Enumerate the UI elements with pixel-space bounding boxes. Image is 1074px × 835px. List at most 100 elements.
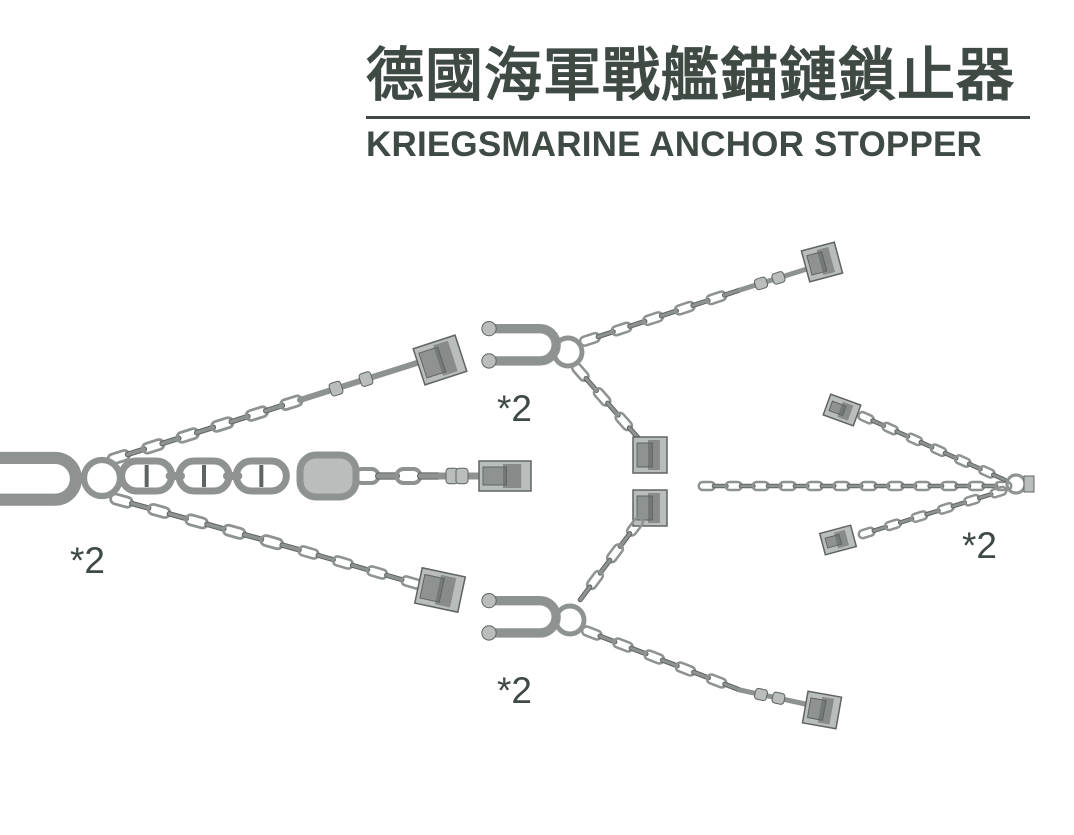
- shackle-pin: [481, 625, 497, 641]
- chain-link: [375, 472, 400, 480]
- deck-plate: [413, 566, 467, 614]
- turnbuckle-nut: [754, 687, 768, 702]
- deck-plate: [801, 690, 843, 730]
- title-english: KRIEGSMARINE ANCHOR STOPPER: [366, 125, 983, 164]
- deck-plate-shadow: [833, 529, 849, 549]
- master-ring: [553, 603, 587, 637]
- shackle: [481, 321, 561, 369]
- chain-link: [394, 467, 423, 485]
- shackle-pin: [481, 321, 497, 337]
- chain-link: [610, 321, 633, 337]
- chain-link: [349, 562, 371, 573]
- chain-link: [315, 552, 336, 563]
- deck-plate-shadow: [816, 246, 835, 276]
- turnbuckle: [436, 467, 484, 485]
- turnbuckle-nut: [328, 380, 344, 397]
- chain-link: [577, 584, 593, 603]
- chain-link: [222, 523, 247, 540]
- turnbuckle: [297, 359, 423, 403]
- stud-link-chain: [118, 457, 290, 495]
- turnbuckle: [737, 265, 813, 293]
- stud-link: [232, 457, 290, 495]
- chain-link: [857, 526, 876, 540]
- chain-link: [204, 521, 227, 532]
- deck-plate: [822, 393, 862, 427]
- master-ring: [80, 456, 124, 500]
- deck-plate-shadow: [817, 696, 835, 725]
- chain-link: [910, 510, 929, 524]
- chain-link: [936, 501, 955, 515]
- deck-plate: [800, 241, 844, 283]
- deck-plate-shadow: [434, 574, 457, 608]
- chain: [109, 492, 302, 553]
- chain-link: [819, 483, 837, 489]
- chain: [857, 485, 1008, 540]
- chain-link: [846, 483, 864, 489]
- chain-link: [994, 480, 1013, 492]
- deck-plate-shadow: [837, 401, 854, 421]
- deck-plate: [632, 436, 668, 474]
- chain-link: [244, 405, 269, 422]
- master-ring: [551, 335, 585, 369]
- chain-link: [597, 633, 618, 645]
- turnbuckle-nut: [771, 691, 786, 705]
- shackle: [481, 593, 561, 641]
- deck-plate-lug: [482, 466, 507, 486]
- chain: [578, 287, 743, 347]
- chain-link: [989, 485, 1008, 499]
- chain-link: [927, 483, 945, 489]
- chain-link: [981, 483, 999, 489]
- chain-link: [166, 511, 189, 522]
- deck-plate-shadow: [648, 493, 660, 523]
- chain: [571, 362, 643, 443]
- quantity-label: *2: [497, 388, 532, 429]
- deck-plate-shadow: [433, 340, 458, 376]
- shackle-bow: [0, 451, 82, 506]
- chain: [297, 545, 423, 590]
- title-block: 德國海軍戰艦錨鏈鎖止器 KRIEGSMARINE ANCHOR STOPPER: [366, 40, 1030, 165]
- shackle-pin: [481, 353, 497, 369]
- chain-link: [871, 524, 888, 534]
- chain-link: [297, 545, 320, 560]
- deck-plate-shadow: [648, 440, 660, 470]
- chain-link: [210, 416, 235, 433]
- chain-link: [578, 331, 601, 347]
- chain-link: [954, 483, 972, 489]
- chain-link: [384, 572, 405, 583]
- deck-plate: [412, 334, 468, 386]
- chain: [580, 625, 743, 693]
- chain-link: [711, 483, 729, 489]
- turnbuckle-nut: [358, 371, 374, 387]
- chain-link: [897, 516, 915, 525]
- chain-link: [627, 318, 648, 329]
- chain-link: [617, 531, 633, 549]
- chain: [577, 516, 645, 603]
- chain-link: [279, 542, 302, 553]
- chain: [697, 480, 1013, 492]
- shackle-bow: [484, 595, 561, 638]
- chain-link: [900, 483, 918, 489]
- chain-link: [977, 491, 994, 501]
- chain-link: [141, 438, 166, 455]
- shackle-bow: [484, 323, 561, 366]
- chain-link: [792, 483, 810, 489]
- chain-link: [765, 483, 783, 489]
- swivel-link: [296, 451, 360, 501]
- chain-link: [597, 557, 613, 576]
- chain-link: [690, 297, 711, 309]
- chain-link: [962, 493, 982, 507]
- chain-link: [595, 329, 616, 340]
- chain-link: [129, 500, 152, 511]
- chain-link: [673, 300, 696, 316]
- chain-link: [146, 503, 172, 519]
- turnbuckle: [737, 687, 813, 708]
- chain-link: [658, 308, 680, 319]
- chain-link: [583, 375, 600, 394]
- title-divider: [366, 116, 1030, 119]
- chain-link: [642, 311, 665, 327]
- chain-link: [241, 531, 265, 543]
- end-fitting: [1023, 475, 1035, 493]
- deck-plate: [818, 524, 858, 556]
- deck-plate: [632, 489, 668, 527]
